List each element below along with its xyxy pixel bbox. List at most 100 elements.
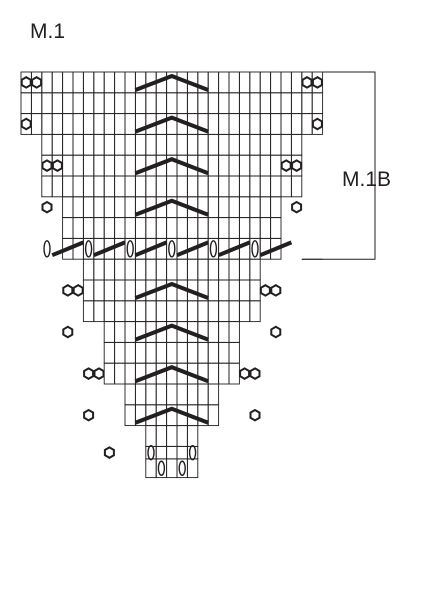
grid-cell: [103, 133, 116, 156]
grid-cell: [238, 133, 251, 156]
hexagon-symbol: [93, 367, 105, 380]
grid-cell: [228, 217, 240, 239]
hexagon-symbol: [311, 117, 323, 131]
cable-symbol: [134, 73, 209, 92]
grid-cell: [103, 113, 116, 135]
grid-cell: [103, 71, 116, 94]
grid-cell: [41, 71, 53, 94]
hexagon-symbol: [301, 76, 313, 89]
grid-cell: [124, 362, 136, 385]
grid-cell: [228, 154, 240, 177]
grid-cell: [103, 196, 116, 219]
grid-cell: [103, 92, 116, 115]
hexagon-symbol: [31, 76, 43, 89]
grid-cell: [207, 258, 220, 281]
grid-cell: [155, 175, 168, 198]
grid-cell: [197, 217, 209, 239]
cable-symbol: [217, 240, 251, 258]
grid-cell: [249, 92, 261, 115]
grid-cell: [186, 300, 199, 323]
grid-cell: [259, 113, 272, 135]
grid-cell: [134, 92, 147, 115]
grid-cell: [207, 196, 220, 219]
grid-cell: [124, 300, 136, 323]
grid-cell: [238, 92, 251, 115]
grid-cell: [259, 133, 272, 156]
grid-cell: [166, 133, 178, 156]
grid-cell: [207, 404, 220, 427]
grid-cell: [290, 133, 303, 156]
grid-cell: [311, 92, 324, 115]
grid-cell: [290, 92, 303, 115]
hexagon-symbol: [103, 446, 115, 459]
grid-cell: [186, 133, 199, 156]
grid-cell: [228, 362, 240, 385]
grid-cell: [207, 113, 220, 135]
grid-cell: [197, 92, 209, 115]
cable-symbol: [259, 240, 293, 258]
hexagon-symbol: [270, 325, 282, 339]
grid-cell: [280, 92, 292, 115]
grid-cell: [72, 133, 84, 156]
grid-cell: [218, 300, 230, 323]
grid-cell: [166, 217, 178, 239]
grid-cell: [218, 217, 230, 239]
grid-cell: [249, 217, 261, 239]
oval-symbol: [43, 240, 51, 258]
grid-cell: [249, 258, 261, 281]
grid-cell: [124, 175, 136, 198]
grid-cell: [114, 133, 126, 156]
grid-cell: [124, 279, 136, 302]
grid-cell: [290, 71, 303, 94]
grid-cell: [93, 92, 105, 115]
grid-cell: [114, 279, 126, 302]
grid-cell: [103, 341, 116, 364]
grid-cell: [228, 300, 240, 323]
grid-cell: [186, 341, 199, 364]
grid-cell: [301, 92, 313, 115]
grid-cell: [166, 383, 178, 406]
grid-cell: [145, 217, 157, 239]
grid-cell: [176, 133, 188, 156]
grid-cell: [93, 300, 105, 323]
hexagon-symbol: [311, 76, 323, 89]
grid-cell: [103, 154, 116, 177]
grid-cell: [62, 217, 74, 239]
grid-cell: [62, 92, 74, 115]
grid-cell: [176, 341, 188, 364]
grid-cell: [186, 458, 199, 479]
grid-cell: [186, 175, 199, 198]
grid-cell: [82, 279, 95, 302]
oval-symbol: [188, 444, 197, 461]
grid-cell: [62, 113, 74, 135]
grid-cell: [197, 383, 209, 406]
grid-cell: [114, 362, 126, 385]
grid-cell: [176, 445, 188, 460]
grid-cell: [124, 133, 136, 156]
grid-cell: [124, 258, 136, 281]
hexagon-symbol: [51, 159, 63, 172]
grid-cell: [114, 175, 126, 198]
grid-cell: [82, 133, 95, 156]
grid-cell: [155, 341, 168, 364]
grid-cell: [207, 300, 220, 323]
hexagon-symbol: [291, 159, 303, 172]
oval-symbol: [157, 460, 166, 476]
grid-cell: [103, 362, 116, 385]
grid-cell: [62, 133, 74, 156]
oval-symbol: [178, 460, 186, 476]
grid-cell: [207, 133, 220, 156]
grid-cell: [259, 92, 272, 115]
grid-cell: [93, 133, 105, 156]
grid-cell: [155, 133, 168, 156]
hexagon-symbol: [20, 117, 32, 131]
oval-symbol: [147, 444, 155, 461]
grid-cell: [238, 300, 251, 323]
grid-cell: [259, 196, 272, 219]
grid-cell: [207, 175, 220, 198]
grid-cell: [72, 175, 84, 198]
grid-cell: [124, 217, 136, 239]
grid-cell: [228, 175, 240, 198]
grid-cell: [166, 458, 178, 479]
grid-cell: [82, 300, 95, 323]
